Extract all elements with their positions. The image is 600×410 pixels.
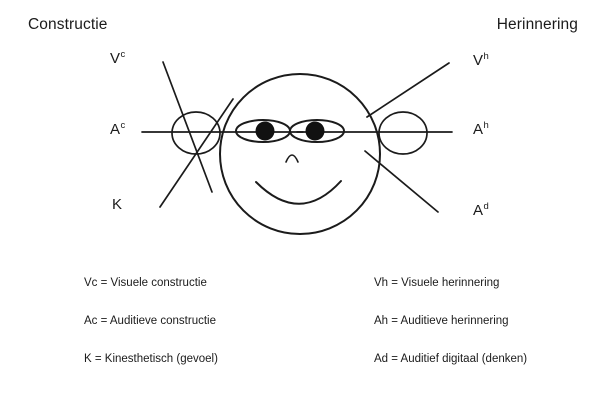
cue-label-ad-base: A xyxy=(473,202,484,219)
cue-label-k-sup xyxy=(122,195,123,206)
cue-label-ah-base: A xyxy=(473,121,484,138)
cue-label-k-base: K xyxy=(112,196,123,213)
cue-label-ac-base: A xyxy=(110,121,121,138)
vh-line xyxy=(366,62,450,118)
cue-label-vc: Vc xyxy=(110,50,125,67)
cue-label-ah: Ah xyxy=(473,121,489,138)
legend-item: Vc = Visuele constructie xyxy=(84,277,207,289)
face-outline xyxy=(219,73,381,235)
cue-label-ah-sup: h xyxy=(483,120,489,131)
nose-icon xyxy=(285,154,299,163)
cue-label-vh-base: V xyxy=(473,52,484,69)
ad-line xyxy=(364,150,439,213)
legend-item: Ad = Auditief digitaal (denken) xyxy=(374,353,528,365)
header-title-right: Herinnering xyxy=(496,16,578,33)
legend-column-left: Vc = Visuele constructie Ac = Auditieve … xyxy=(84,276,334,390)
cue-label-vc-sup: c xyxy=(120,49,126,60)
cue-label-ad: Ad xyxy=(473,202,489,219)
legend-item: Ah = Auditieve herinnering xyxy=(374,315,509,327)
cue-label-vc-base: V xyxy=(110,50,121,67)
right-eye-outline xyxy=(289,119,345,143)
smile-icon xyxy=(255,180,342,205)
cue-label-vh-sup: h xyxy=(483,51,489,62)
legend-item: K = Kinesthetisch (gevoel) xyxy=(84,353,218,365)
left-eye-pupil xyxy=(255,121,275,141)
k-line xyxy=(159,98,234,208)
cue-label-ac: Ac xyxy=(110,121,125,138)
cue-label-ac-sup: c xyxy=(120,120,126,131)
vc-line xyxy=(162,61,213,193)
legend-column-right: Vh = Visuele herinnering Ah = Auditieve … xyxy=(374,276,600,390)
cue-label-k: K xyxy=(112,196,123,213)
right-eye-pupil xyxy=(305,121,325,141)
legend: Vc = Visuele constructie Ac = Auditieve … xyxy=(0,276,600,394)
left-ear-icon xyxy=(171,111,221,155)
cue-label-ad-sup: d xyxy=(483,201,489,212)
header-title-left: Constructie xyxy=(28,16,108,33)
legend-item: Ac = Auditieve constructie xyxy=(84,315,217,327)
legend-item: Vh = Visuele herinnering xyxy=(374,277,500,289)
cue-label-vh: Vh xyxy=(473,52,489,69)
right-ear-icon xyxy=(378,111,428,155)
